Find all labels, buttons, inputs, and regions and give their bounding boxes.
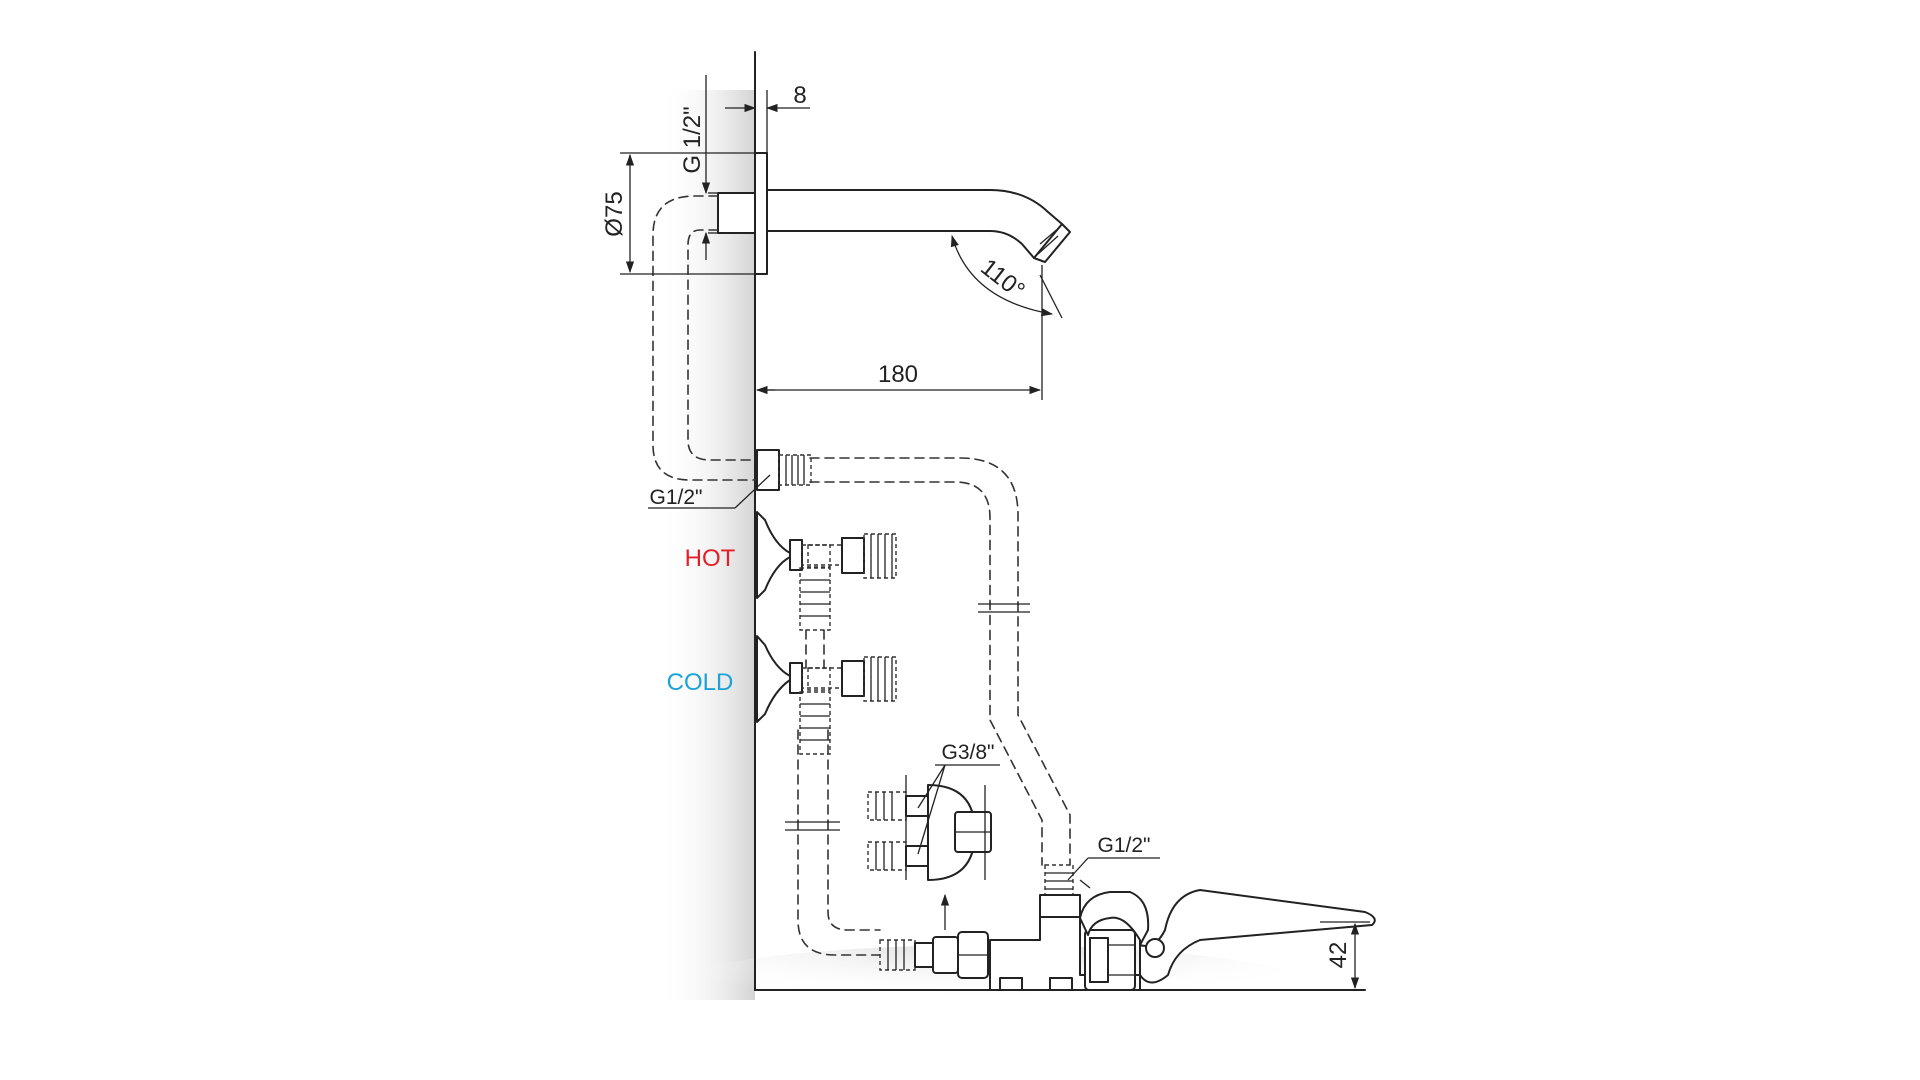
dim-thread-spout <box>701 75 718 260</box>
label-thread-upper: G1/2" <box>650 486 703 509</box>
hot-cold-link <box>805 629 825 669</box>
wall-plate <box>717 152 768 275</box>
label-plate-thickness: 8 <box>793 82 806 109</box>
dim-angle <box>950 234 1063 319</box>
cold-valve <box>756 635 897 755</box>
leader-thread-supply <box>917 764 1000 855</box>
dim-projection <box>755 265 1043 400</box>
leader-thread-upper <box>648 474 771 509</box>
pedal-valve <box>989 864 1376 991</box>
label-thread-pedal: G1/2" <box>1098 834 1151 857</box>
leader-thread-pedal <box>1067 857 1160 881</box>
dim-plate-diameter <box>620 152 755 275</box>
label-projection: 180 <box>878 361 918 388</box>
spout <box>766 189 1071 263</box>
inlet-connector <box>879 931 989 979</box>
dim-plate-thickness <box>725 90 810 153</box>
label-angle: 110° <box>975 254 1029 305</box>
dim-pedal-height <box>1320 921 1370 990</box>
label-thread-supply: G3/8" <box>942 741 995 764</box>
hose-supply <box>785 729 881 956</box>
label-hot: HOT <box>685 545 736 572</box>
label-thread-spout: G 1/2" <box>679 106 706 173</box>
label-cold: COLD <box>667 669 734 696</box>
supply-fitting <box>867 775 992 930</box>
label-pedal-height: 42 <box>1325 942 1352 969</box>
hot-valve <box>756 511 897 631</box>
hose-upper <box>652 195 773 481</box>
upper-connector <box>756 449 812 491</box>
hose-to-pedal <box>809 457 1071 866</box>
label-plate-diameter: Ø75 <box>601 191 628 236</box>
